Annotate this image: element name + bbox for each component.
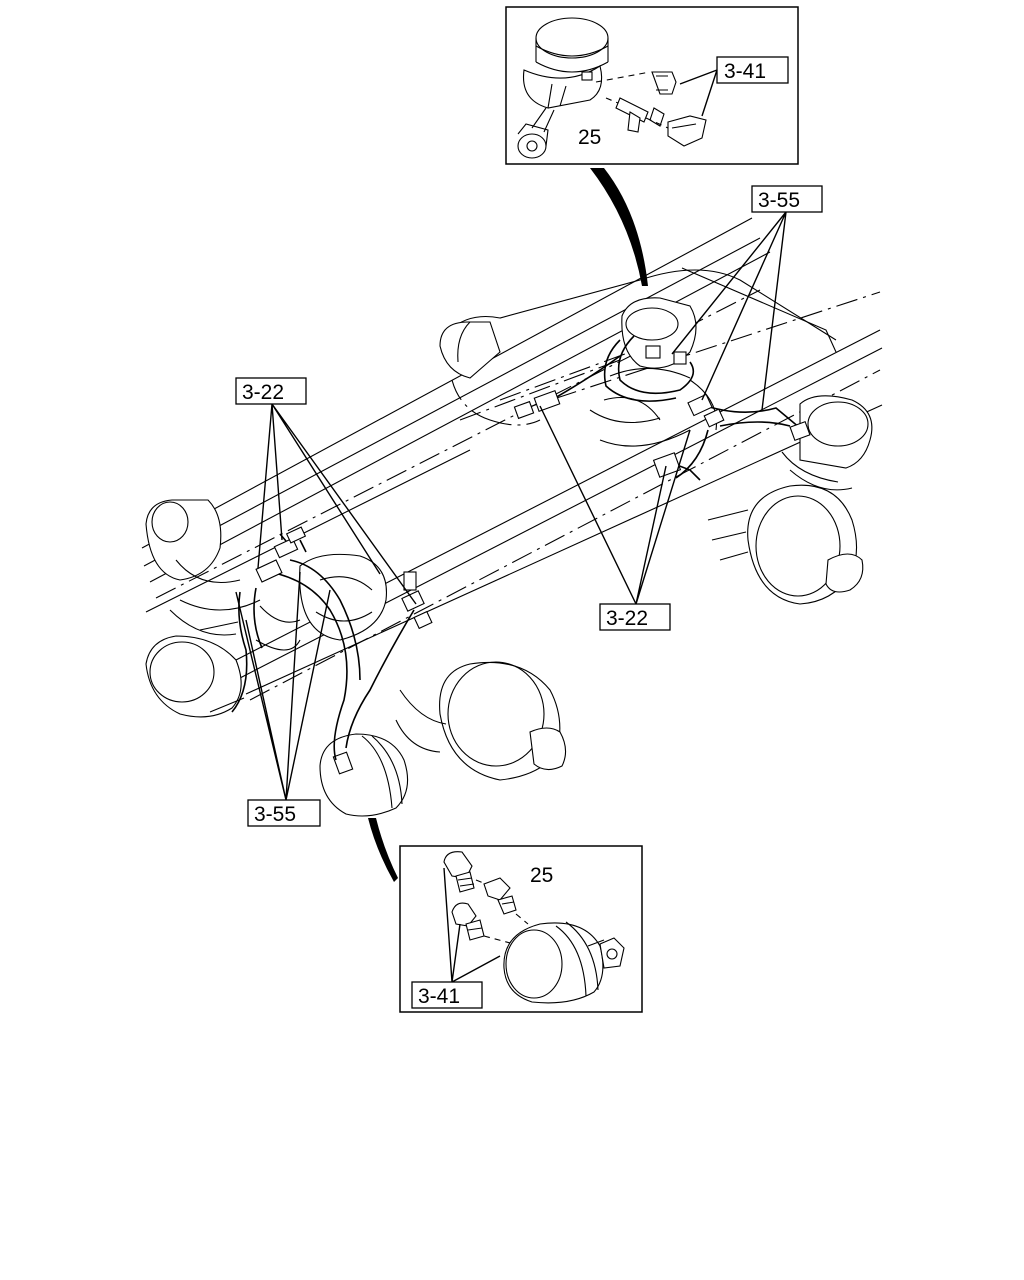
left-ref-label: 3-22 [242,381,284,404]
bottom-left-ref-callout: 3-55 [235,571,331,827]
valve-cluster-right [513,345,811,478]
top-inset-ref-label: 3-41 [724,60,766,83]
top-right-ref-callout: 3-55 [671,185,823,411]
truck-chassis-drawing [141,217,883,817]
right-rear-brake-drum [781,395,873,491]
top-detail-inset: 3-41 25 [505,6,799,165]
top-inset-fittings [595,71,707,147]
bottom-inset-pointer [368,818,398,882]
top-right-ref-label: 3-55 [758,189,800,212]
center-right-ref-callout: 3-22 [539,405,691,631]
top-inset-pointer [590,168,648,286]
left-front-wheel-hub [145,621,245,718]
bottom-left-ref-label: 3-55 [254,803,296,826]
left-rear-brake-drum [145,499,261,611]
bottom-inset-ref-callout: 3-41 [411,867,501,1009]
right-wheel-hub [707,484,864,605]
bottom-inset-brake-chamber [503,921,625,1004]
center-right-ref-label: 3-22 [606,607,648,630]
front-brake-chamber [319,733,409,817]
center-wheel-hub [395,661,567,781]
bottom-inset-part-label: 25 [530,864,553,887]
top-inset-part-label: 25 [578,126,601,149]
left-ref-callout: 3-22 [235,377,417,605]
bottom-detail-inset: 25 3-41 [399,845,643,1013]
top-inset-ref-callout: 3-41 [679,56,789,117]
bottom-inset-ref-label: 3-41 [418,985,460,1008]
bottom-inset-fittings [443,851,529,945]
top-inset-brake-chamber [517,17,609,159]
